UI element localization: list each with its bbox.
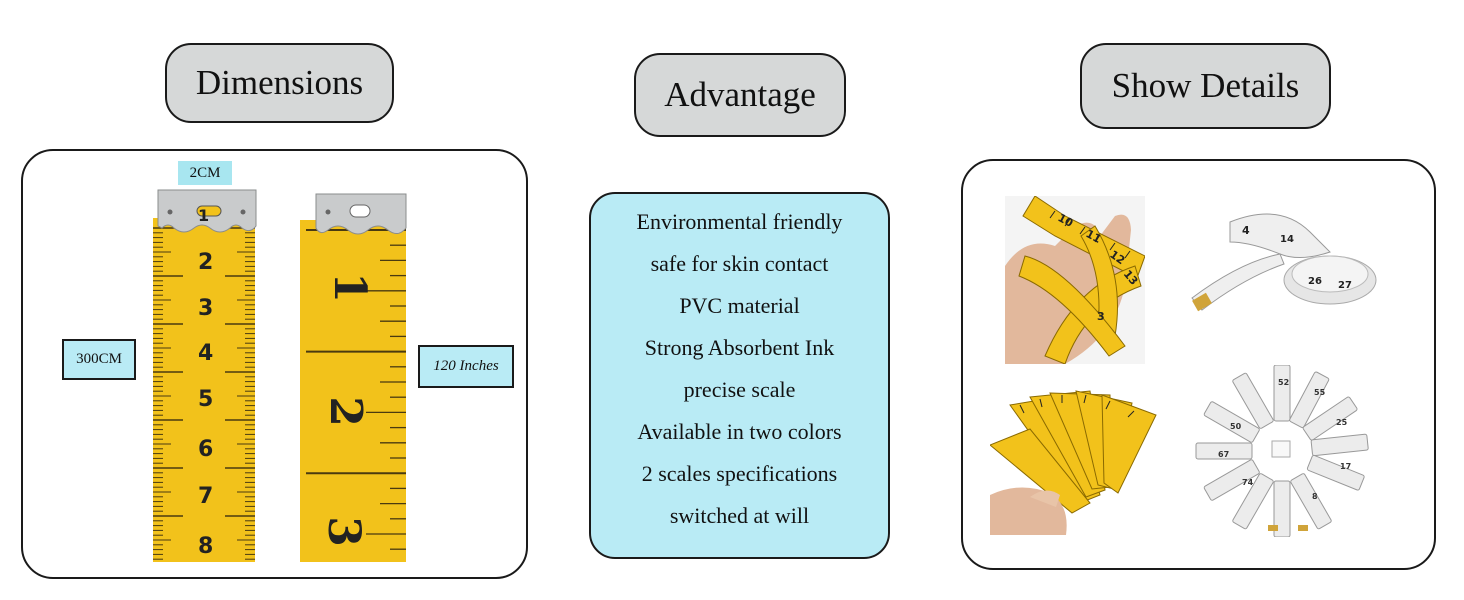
- svg-text:26: 26: [1308, 276, 1322, 287]
- svg-text:52: 52: [1278, 378, 1289, 387]
- svg-text:67: 67: [1218, 450, 1229, 459]
- svg-text:25: 25: [1336, 418, 1348, 427]
- advantage-heading: Advantage: [634, 53, 846, 137]
- svg-text:17: 17: [1340, 462, 1351, 471]
- advantage-item: precise scale: [683, 377, 796, 402]
- cm-tape-image: [153, 189, 257, 562]
- hand-holding-yellow-tape-photo: 10 11 12 13 3: [1005, 196, 1145, 364]
- dimensions-heading-text: Dimensions: [195, 63, 364, 102]
- svg-text:27: 27: [1338, 280, 1352, 291]
- length-cm-label: 300CM: [62, 339, 136, 380]
- advantage-item: safe for skin contact: [650, 251, 829, 276]
- svg-text:14: 14: [1280, 234, 1294, 245]
- svg-text:8: 8: [1312, 492, 1318, 501]
- rolled-white-tape-photo: 4 14 26 27: [1180, 202, 1378, 322]
- svg-text:3: 3: [1097, 310, 1105, 323]
- inch-tape-image: [300, 193, 407, 562]
- width-label-text: 2CM: [189, 164, 221, 181]
- show-details-heading: Show Details: [1080, 43, 1331, 129]
- advantage-item: PVC material: [679, 293, 800, 318]
- advantage-item: 2 scales specifications: [641, 461, 838, 486]
- length-inch-label: 120 Inches: [418, 345, 514, 388]
- advantage-heading-text: Advantage: [664, 75, 816, 114]
- length-inch-label-text: 120 Inches: [433, 358, 499, 374]
- dimensions-heading: Dimensions: [165, 43, 394, 123]
- advantage-panel: Environmental friendly safe for skin con…: [589, 192, 890, 559]
- advantage-item: switched at will: [669, 503, 810, 528]
- advantage-item: Environmental friendly: [636, 209, 843, 234]
- svg-text:74: 74: [1242, 478, 1254, 487]
- svg-text:11: 11: [1084, 227, 1104, 246]
- advantage-item: Strong Absorbent Ink: [644, 335, 835, 360]
- svg-text:4: 4: [1242, 224, 1250, 237]
- svg-text:50: 50: [1230, 422, 1242, 431]
- fanned-yellow-tapes-photo: [990, 385, 1170, 535]
- svg-text:55: 55: [1314, 388, 1326, 397]
- width-label: 2CM: [178, 161, 232, 185]
- length-cm-label-text: 300CM: [76, 351, 122, 367]
- advantage-item: Available in two colors: [637, 419, 842, 444]
- show-details-heading-text: Show Details: [1111, 66, 1300, 105]
- white-tape-spiral-photo: 52 55 25 17 50 67 74 8: [1190, 365, 1380, 537]
- svg-text:10: 10: [1056, 211, 1076, 230]
